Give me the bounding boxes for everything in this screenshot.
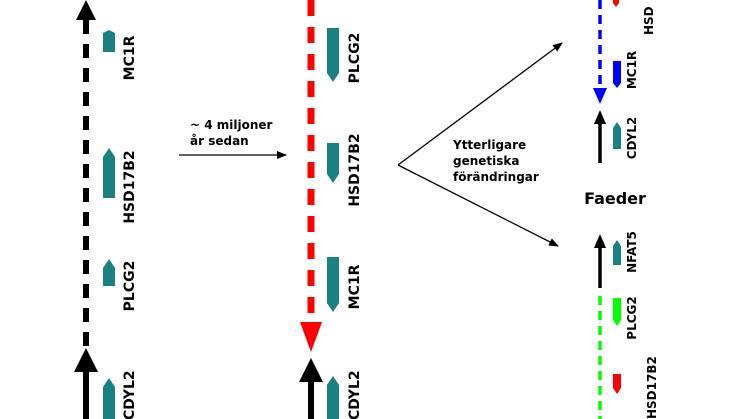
gene-label-hsd: HSD xyxy=(642,6,656,35)
gene-label-nfat5: NFAT5 xyxy=(625,231,639,273)
gene-label-cdyl2: CDYL2 xyxy=(347,370,363,419)
time-note: ~ 4 miljoner år sedan xyxy=(179,118,287,159)
gene-marker-teal xyxy=(613,240,621,265)
gene-marker-up xyxy=(103,148,115,198)
gene-marker-green xyxy=(613,298,621,326)
gene-marker-down xyxy=(327,143,339,183)
column-1-top-arrowhead xyxy=(76,0,96,20)
faeder-label: Faeder xyxy=(584,189,646,208)
gene-label-hsd17b2: HSD17B2 xyxy=(645,356,659,419)
gene-label-hsd17b2: HSD17B2 xyxy=(347,133,363,206)
gene-label-mc1r: MC1R xyxy=(347,264,363,309)
gene-marker-up xyxy=(103,30,115,52)
gene-marker-red xyxy=(613,0,619,7)
change-note-line-1: Ytterligare xyxy=(452,138,526,152)
change-note-line-2: genetiska xyxy=(453,154,519,168)
upper-branch-black-arrowhead xyxy=(594,110,606,124)
gene-marker-up xyxy=(103,378,115,419)
gene-marker-up xyxy=(103,259,115,286)
gene-marker-red xyxy=(613,374,621,394)
column-2-bottom-arrowhead xyxy=(299,358,323,382)
column-1-bottom-arrowhead xyxy=(74,348,98,372)
upper-branch-blue-arrowhead xyxy=(593,88,607,104)
gene-label-cdyl2: CDYL2 xyxy=(122,370,138,419)
gene-label-plcg2: PLCG2 xyxy=(122,261,138,312)
gene-label-plcg2: PLCG2 xyxy=(625,296,639,339)
gene-marker-down xyxy=(327,257,339,312)
gene-label-hsd17b2: HSD17B2 xyxy=(122,150,138,223)
change-note-line-3: förändringar xyxy=(453,170,539,184)
gene-label-plcg2: PLCG2 xyxy=(347,33,363,84)
branch-arrows: Ytterligare genetiska förändringar xyxy=(397,42,563,247)
gene-label-mc1r: MC1R xyxy=(625,51,639,89)
column-2-red-arrowhead xyxy=(300,322,322,352)
upper-branch-chromosome: HSD MC1R CDYL2 xyxy=(593,0,656,163)
gene-marker-up xyxy=(327,376,339,419)
branch-arrow-upper xyxy=(397,42,563,166)
gene-label-mc1r: MC1R xyxy=(122,35,138,80)
column-2-chromosome: PLCG2 HSD17B2 MC1R CDYL2 xyxy=(299,0,363,419)
gene-marker-teal xyxy=(613,122,621,149)
lower-branch-black-arrowhead xyxy=(594,234,606,248)
column-1-chromosome: MC1R HSD17B2 PLCG2 CDYL2 xyxy=(74,0,138,419)
gene-label-cdyl2: CDYL2 xyxy=(625,117,639,160)
gene-marker-down xyxy=(327,28,339,82)
time-note-line-2: år sedan xyxy=(190,134,249,148)
gene-marker-blue xyxy=(613,61,621,88)
branch-arrow-lower xyxy=(397,164,559,247)
lower-branch-chromosome: NFAT5 PLCG2 HSD17B2 xyxy=(594,231,659,419)
time-note-line-1: ~ 4 miljoner xyxy=(190,118,273,132)
